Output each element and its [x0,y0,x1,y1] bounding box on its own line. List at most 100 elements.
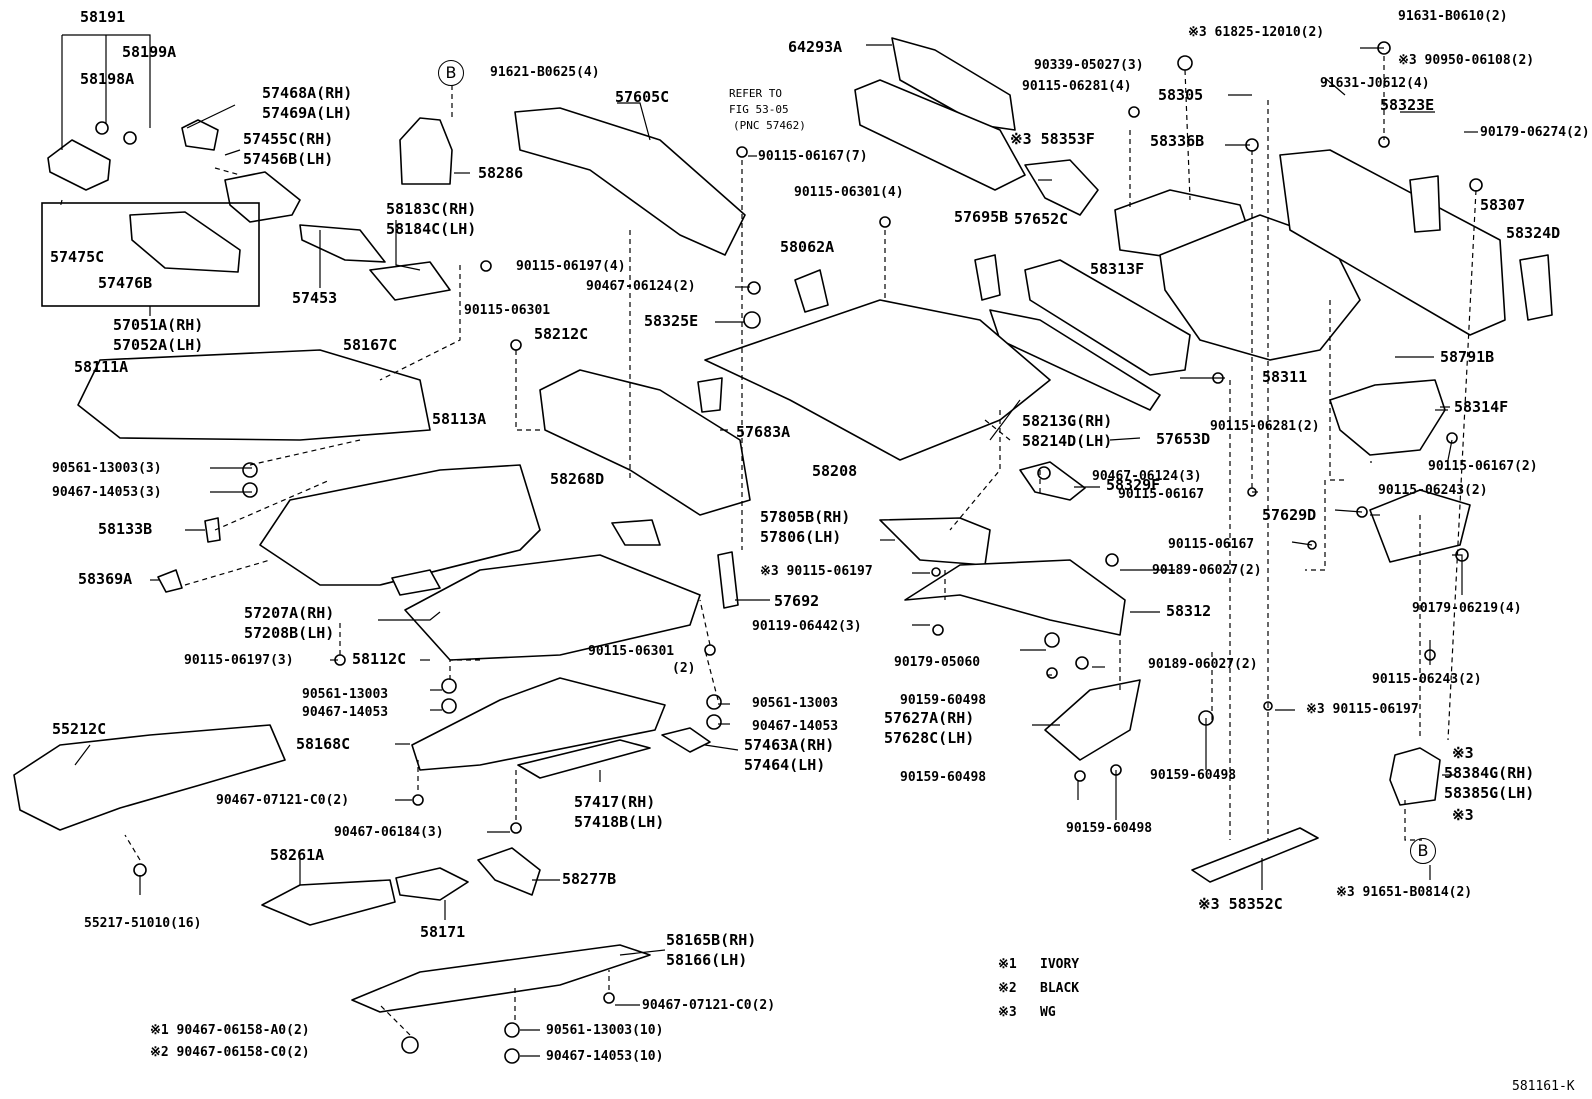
diagram-id: 581161-K [1512,1079,1575,1094]
label-57463A: 57463A(RH) [744,736,835,754]
label-58324D: 58324D [1506,224,1561,242]
part-58314F [1329,379,1446,456]
circle-ref-B-bottom: B [1410,838,1436,864]
label-58336B: 58336B [1150,132,1205,150]
label-58112C: 58112C [352,650,407,668]
label-58212C: 58212C [534,325,589,343]
label-90561-13003-a: 90561-13003 [302,687,389,702]
label-58214D: 58214D(LH) [1022,432,1113,450]
label-58268D: 58268D [550,470,605,488]
label-57051A: 57051A(RH) [113,316,204,334]
label-57805B: 57805B(RH) [760,508,851,526]
label-58286: 58286 [478,164,524,182]
bolt-90115-06197-c [931,567,941,577]
part-58324D [1519,254,1553,321]
label-61825-12010: ※3 61825-12010(2) [1188,25,1325,40]
legend-text-2: BLACK [1040,981,1080,996]
label-90467-07121-C0-a: 90467-07121-C0(2) [216,793,350,808]
label-91651-B0814: ※3 91651-B0814(2) [1336,885,1473,900]
label-90115-06197-4: 90115-06197(4) [516,259,626,274]
label-90561-13003-10: 90561-13003(10) [546,1023,664,1038]
bolt-90115-06197 [480,260,492,272]
part-58208 [704,299,1051,461]
part-58323E [1409,175,1441,233]
nut-90467-06124 [747,281,761,295]
label-90189-06027-2b: 90189-06027(2) [1148,657,1258,672]
label-58369A: 58369A [78,570,133,588]
label-90115-06301: 90115-06301 [464,303,551,318]
label-58111A: 58111A [74,358,129,376]
clip-58199A [123,131,137,145]
label-58312: 58312 [1166,602,1212,620]
part-58384G [1389,747,1441,806]
label-58062A: 58062A [780,238,835,256]
label-90115-06167-2: 90115-06167(2) [1428,459,1538,474]
part-58329F [1019,461,1086,501]
part-64293A [891,37,1016,131]
label-90115-06301-2: 90115-06301 [588,644,675,659]
label-58166: 58166(LH) [666,951,748,969]
part-58268D [611,519,661,546]
nut-90467-06124-b [1037,466,1051,480]
label-90561-13003-3: 90561-13003(3) [52,461,162,476]
part-58312 [904,559,1126,636]
label-57692: 57692 [774,592,820,610]
label-90339-05027: 90339-05027(3) [1034,58,1144,73]
label-58323E: 58323E [1380,96,1435,114]
label-90115-06167-a: 90115-06167 [1118,487,1205,502]
label-90467-07121-C0-b: 90467-07121-C0(2) [642,998,776,1013]
label-90115-06243-2a: 90115-06243(2) [1378,483,1488,498]
part-57468A [181,119,219,151]
part-58165B [351,944,651,1013]
label-90467-14053-3: 90467-14053(3) [52,485,162,500]
legend-mark-1: ※1 [998,957,1017,972]
part-57207A [391,569,441,596]
part-58133B [204,517,221,543]
label-57605C: 57605C [615,88,670,106]
label-57806: 57806(LH) [760,528,842,546]
label-57629D: 57629D [1262,506,1317,524]
label-55217-51010: 55217-51010(16) [84,916,202,931]
label-90115-06301-4: 90115-06301(4) [794,185,904,200]
label-90115-06281-4: 90115-06281(4) [1022,79,1132,94]
part-58352C [1191,827,1319,883]
part-58171 [395,867,469,901]
label-90467-14053-a: 90467-14053 [302,705,389,720]
label-90115-06281-2: 90115-06281(2) [1210,419,1320,434]
label-91631-B0610: 91631-B0610(2) [1398,9,1508,24]
part-64293A-b [854,79,1026,191]
part-57475C [129,211,241,273]
part-58369A [157,569,183,593]
part-58311 [1159,214,1361,361]
refer-note-line-1: REFER TO [729,87,782,100]
nut-c [504,1048,520,1064]
part-58111A [77,349,431,441]
clip-90179-05060 [1044,632,1060,648]
part-58168C [411,677,666,771]
label-90115-06243-2b: 90115-06243(2) [1372,672,1482,687]
bolt-90115-06281 [1128,106,1140,118]
label-58199A: 58199A [122,43,177,61]
label-58167C: 58167C [343,336,398,354]
label-58113A: 58113A [432,410,487,428]
part-58261A [261,879,396,926]
part-57805B [879,517,991,566]
label-90159-60498-d: 90159-60498 [1066,821,1153,836]
legend-text-1: IVORY [1040,957,1080,972]
label-57652C: 57652C [1014,210,1069,228]
label-58353F: ※3 58353F [1010,130,1095,148]
label-55212C: 55212C [52,720,107,738]
label-90115-06197-x3b: ※3 90115-06197 [1306,702,1419,717]
refer-note-line-2: FIG 53-05 [729,103,789,116]
label-57653D: 57653D [1156,430,1211,448]
label-57475C: 57475C [50,248,105,266]
part-57683A [697,377,723,413]
label-57468A: 57468A(RH) [262,84,353,102]
nut-b [706,714,722,730]
label-57628C: 57628C(LH) [884,729,975,747]
label-90467-06124-2: 90467-06124(2) [586,279,696,294]
bolt-90467-06184 [510,822,522,834]
clip-55217 [133,863,147,877]
label-58171: 58171 [420,923,466,941]
part-58212C [539,369,751,516]
